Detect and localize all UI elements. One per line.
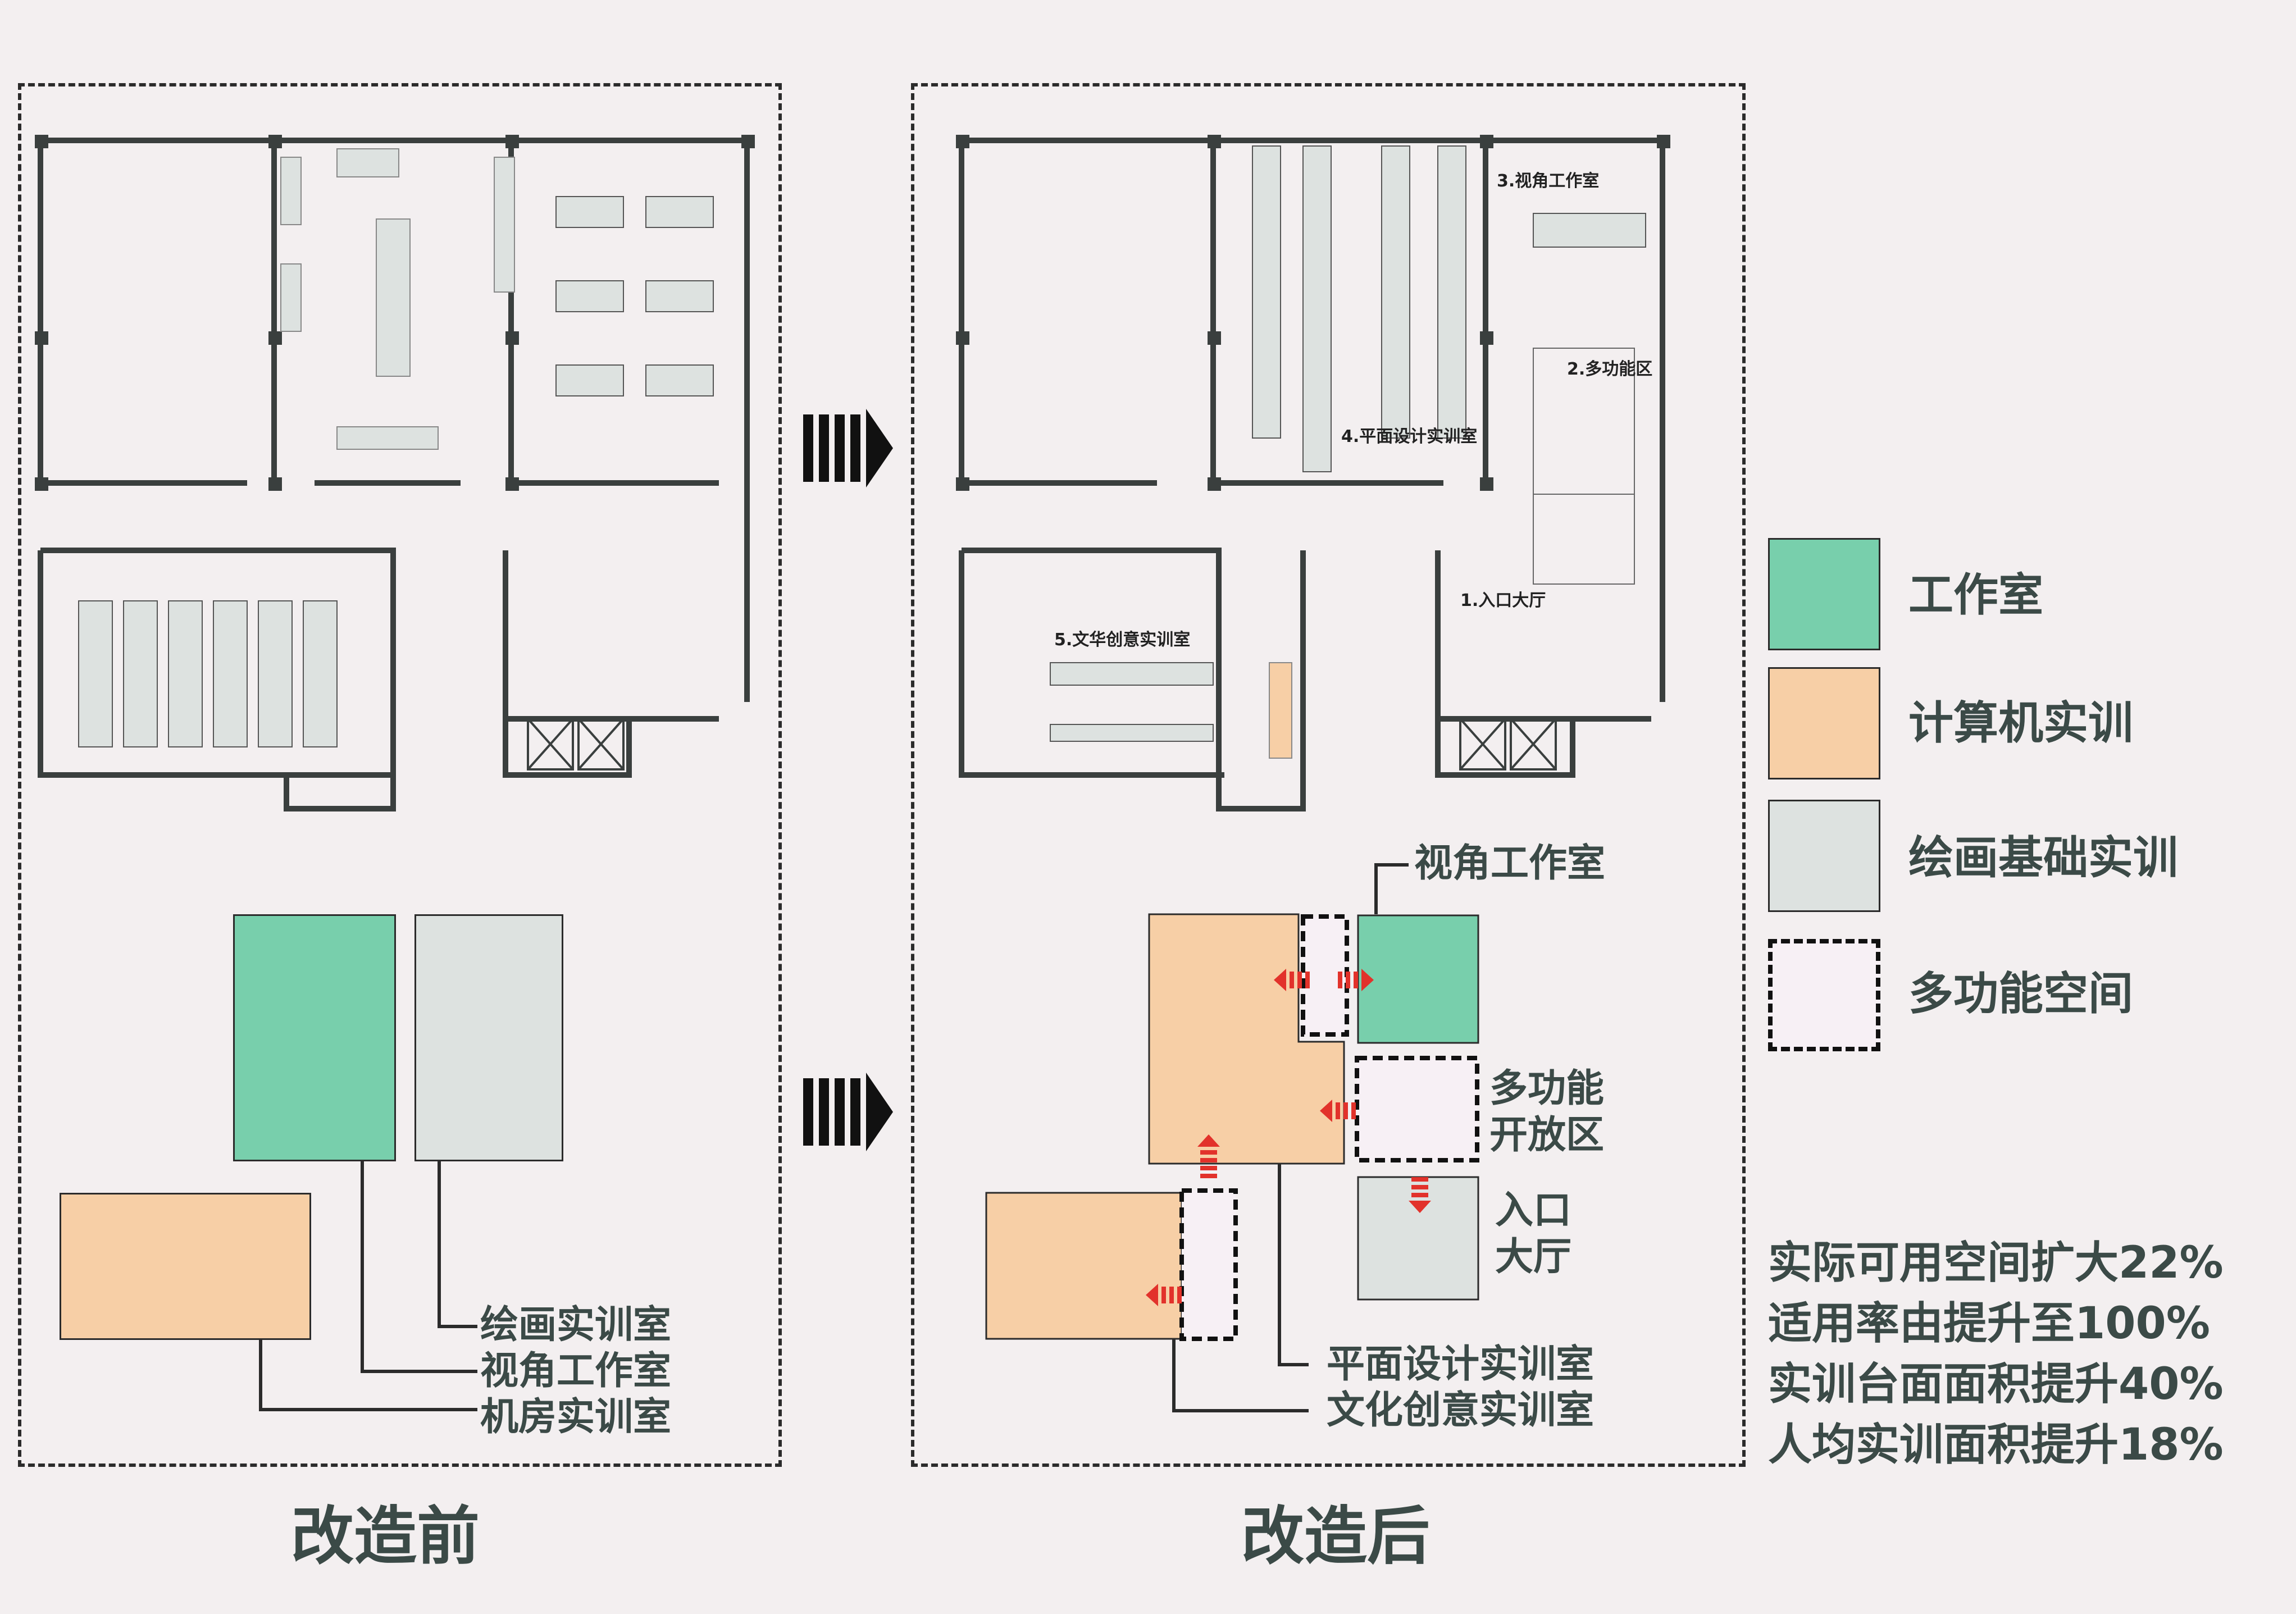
legend-label-studio: 工作室	[1908, 569, 2043, 621]
title-after: 改造后	[1241, 1500, 1430, 1573]
before-floor-plan	[35, 135, 755, 811]
legend-label-multi: 多功能空间	[1908, 968, 2133, 1020]
after-room-label-r2: 2.多功能区	[1567, 359, 1653, 379]
stat-3: 实训台面面积提升40%	[1768, 1359, 2224, 1410]
after-room-label-r5: 5.文华创意实训室	[1054, 630, 1191, 650]
transition-arrow-top	[803, 409, 893, 487]
after-studio-block	[1357, 914, 1479, 1044]
after-culture-block	[985, 1192, 1183, 1340]
before-panel	[18, 83, 782, 1467]
after-floor-plan	[956, 135, 1670, 811]
label-after-entrance-2: 大厅	[1495, 1235, 1572, 1279]
transition-arrow-bottom	[803, 1073, 893, 1151]
before-studio-block	[233, 914, 396, 1161]
after-room-label-r4: 4.平面设计实训室	[1341, 427, 1478, 446]
after-panel	[911, 83, 1746, 1467]
legend-swatch-computer	[1768, 667, 1880, 779]
after-graphic-block	[1148, 913, 1345, 1165]
legend-label-computer: 计算机实训	[1908, 697, 2133, 749]
before-drawing-block	[414, 914, 563, 1161]
label-before-drawing: 绘画实训室	[480, 1303, 672, 1347]
after-entrance-block	[1357, 1176, 1479, 1301]
stat-2: 适用率由提升至100%	[1768, 1298, 2210, 1349]
legend-swatch-multi	[1768, 939, 1880, 1051]
legend-swatch-drawing	[1768, 800, 1880, 912]
title-before: 改造前	[291, 1500, 480, 1573]
label-before-studio: 视角工作室	[480, 1349, 672, 1393]
legend-label-drawing: 绘画基础实训	[1908, 832, 2178, 884]
stat-4: 人均实训面积提升18%	[1768, 1420, 2224, 1470]
label-after-entrance-1: 入口	[1495, 1188, 1572, 1233]
label-after-studio: 视角工作室	[1414, 841, 1606, 886]
stat-1: 实际可用空间扩大22%	[1768, 1238, 2224, 1288]
before-computer-block	[60, 1193, 311, 1340]
legend-swatch-studio	[1768, 538, 1880, 650]
label-before-computer: 机房实训室	[480, 1395, 672, 1439]
after-room-label-r1: 1.入口大厅	[1460, 591, 1546, 610]
after-room-label-r3: 3.视角工作室	[1497, 171, 1600, 191]
label-after-graphic: 平面设计实训室	[1327, 1342, 1595, 1387]
label-after-multi-1: 多功能	[1489, 1066, 1605, 1111]
label-after-multi-2: 开放区	[1489, 1113, 1605, 1157]
legend: 工作室 计算机实训 绘画基础实训 多功能空间	[1768, 538, 2274, 1066]
label-after-culture: 文化创意实训室	[1327, 1388, 1595, 1433]
